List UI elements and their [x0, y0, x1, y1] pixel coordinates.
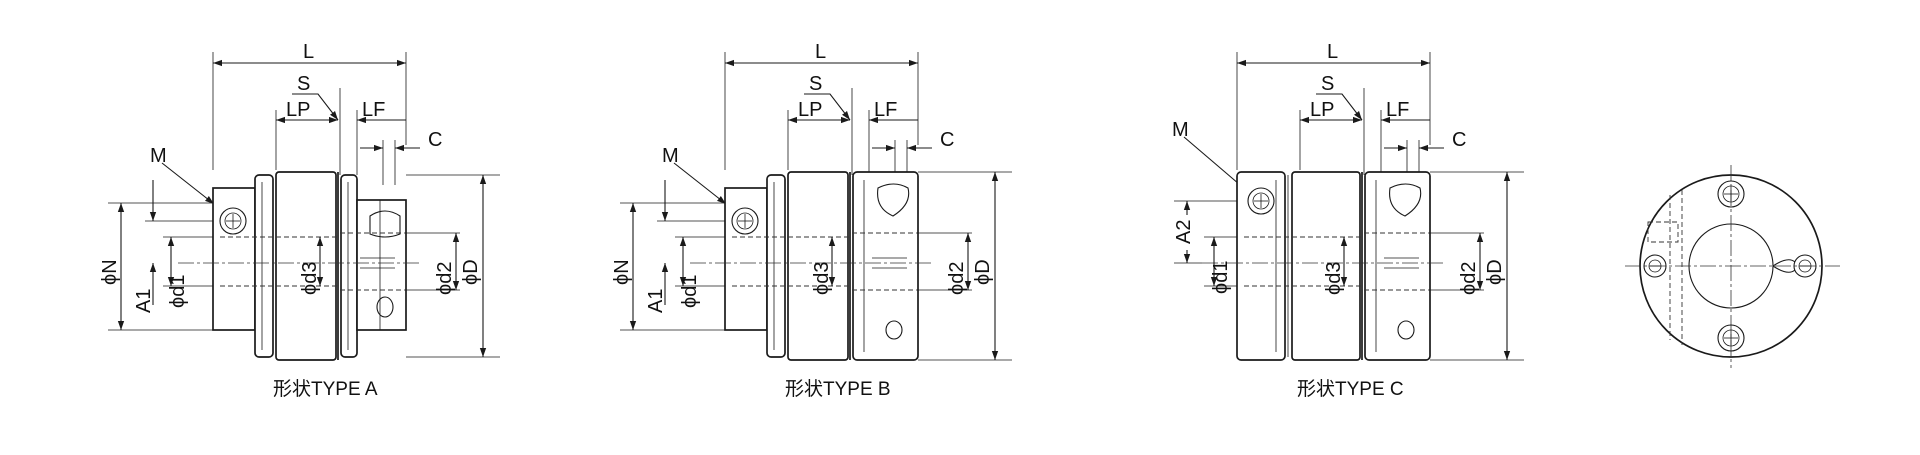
type-b-label-phiD: ϕD: [972, 259, 994, 285]
screw-icon: [1643, 254, 1667, 278]
type-b-caption: 形状TYPE B: [785, 378, 891, 400]
type-a-label-L: L: [303, 41, 314, 63]
type-c-drawing: L S LP LF C M A2 ϕd1 ϕd3 ϕd2 ϕD 形状TYPE C: [1172, 41, 1524, 400]
type-b-label-L: L: [815, 41, 826, 63]
type-c-label-phid3: ϕd3: [1323, 262, 1345, 295]
screw-icon: [1717, 180, 1745, 208]
type-a-label-phiN: ϕN: [99, 259, 121, 285]
type-a-label-C: C: [428, 129, 442, 151]
type-c-label-L: L: [1327, 41, 1338, 63]
type-b-label-phid1: ϕd1: [679, 275, 701, 308]
type-c-label-phiD: ϕD: [1484, 259, 1506, 285]
type-b-label-LF: LF: [874, 99, 897, 121]
screw-icon: [1793, 254, 1817, 278]
type-c-label-C: C: [1452, 129, 1466, 151]
type-a-label-phiD: ϕD: [460, 259, 482, 285]
type-a-label-LF: LF: [362, 99, 385, 121]
type-b-label-M: M: [662, 145, 679, 167]
type-b-label-S: S: [809, 73, 822, 95]
type-a-drawing: L S LP LF C M ϕN A1 ϕd1 ϕd3 ϕd2 ϕD 形状TYP…: [99, 41, 500, 400]
screw-icon: [1717, 324, 1745, 352]
type-b-label-C: C: [940, 129, 954, 151]
type-c-caption: 形状TYPE C: [1297, 378, 1404, 400]
type-a-label-phid1: ϕd1: [167, 275, 189, 308]
type-a-label-M: M: [150, 145, 167, 167]
type-b-label-LP: LP: [798, 99, 822, 121]
type-b-label-phid3: ϕd3: [811, 262, 833, 295]
type-a-label-A1: A1: [133, 289, 155, 313]
type-a-caption: 形状TYPE A: [273, 378, 378, 400]
type-a-label-LP: LP: [286, 99, 310, 121]
type-b-label-A1: A1: [645, 289, 667, 313]
type-b-drawing: L S LP LF C M ϕN A1 ϕd1 ϕd3 ϕd2 ϕD 形状TYP…: [611, 41, 1012, 400]
type-c-label-M: M: [1172, 119, 1189, 141]
type-c-label-LP: LP: [1310, 99, 1334, 121]
type-a-label-phid2: ϕd2: [434, 262, 456, 295]
type-c-label-LF: LF: [1386, 99, 1409, 121]
end-view-drawing: [1625, 165, 1840, 368]
type-b-label-phid2: ϕd2: [946, 262, 968, 295]
type-c-label-phid2: ϕd2: [1458, 262, 1480, 295]
type-b-label-phiN: ϕN: [611, 259, 633, 285]
type-c-label-S: S: [1321, 73, 1334, 95]
type-a-label-phid3: ϕd3: [299, 262, 321, 295]
type-c-label-A2: A2: [1173, 220, 1195, 244]
type-a-label-S: S: [297, 73, 310, 95]
type-c-label-phid1: ϕd1: [1210, 261, 1232, 294]
